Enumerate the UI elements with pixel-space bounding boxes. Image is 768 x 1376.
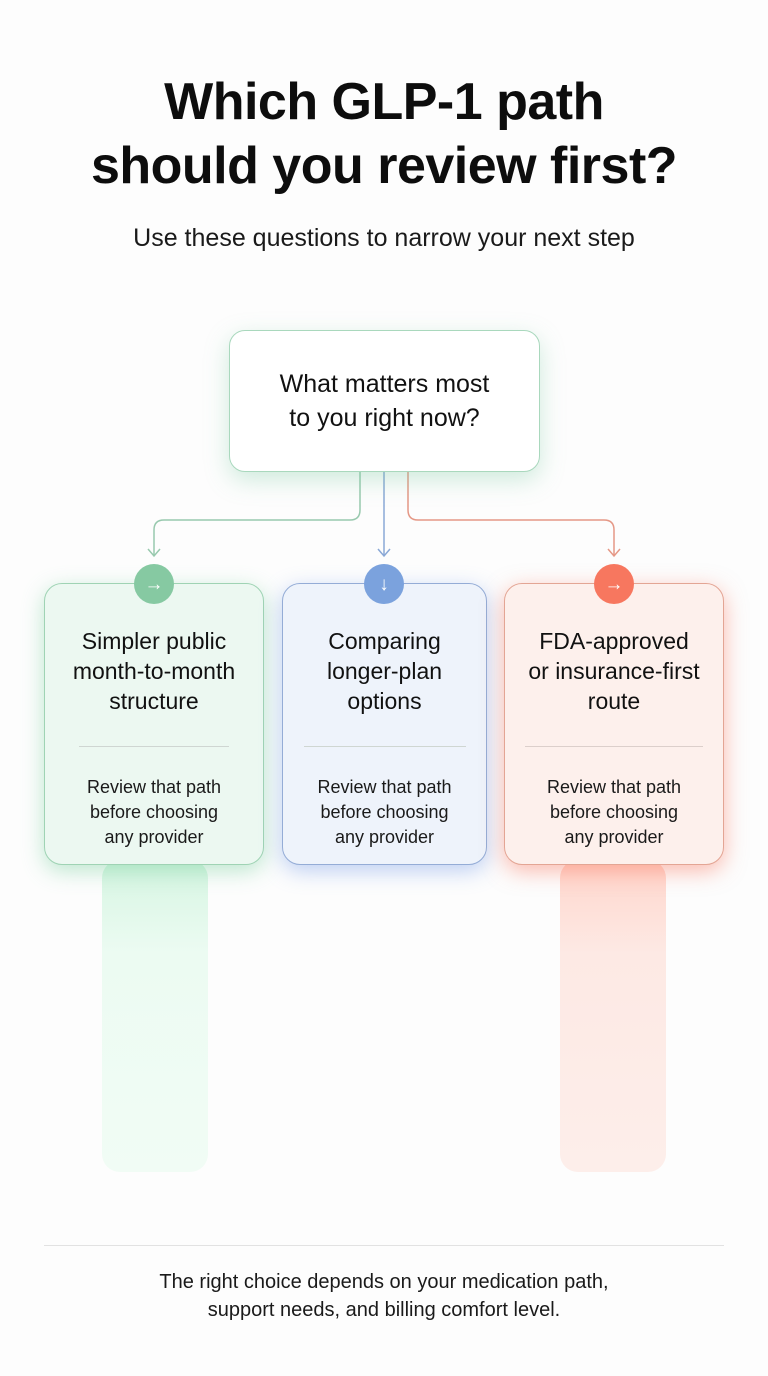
option-body-line: any provider: [564, 827, 664, 847]
arrowhead-red-icon: [607, 548, 621, 558]
connector-red: [407, 472, 615, 555]
option-card-title: Simpler public month-to-month structure: [73, 626, 235, 736]
option-card-longer-plan[interactable]: Comparing longer-plan options Review tha…: [282, 583, 487, 865]
arrowhead-blue-icon: [377, 548, 391, 558]
footer-note-line-2: support needs, and billing comfort level…: [207, 1299, 561, 1321]
arrow-down-icon: ↓: [364, 564, 404, 604]
option-title-line: structure: [109, 688, 199, 714]
arrow-right-icon: →: [134, 564, 174, 604]
option-title-line: route: [587, 688, 641, 714]
connector-green: [153, 472, 361, 555]
option-body-line: before choosing: [89, 802, 219, 822]
option-card-body: Review that path before choosing any pro…: [547, 775, 681, 850]
page-title-line-1: Which GLP-1 path: [164, 73, 604, 131]
footer-divider: [44, 1245, 724, 1246]
option-card-body: Review that path before choosing any pro…: [317, 775, 451, 850]
root-question-line-1: What matters most: [279, 370, 490, 398]
option-card-fda-insurance[interactable]: FDA-approved or insurance-first route Re…: [504, 583, 724, 865]
page-subtitle: Use these questions to narrow your next …: [133, 224, 635, 252]
footer-note-line-1: The right choice depends on your medicat…: [159, 1271, 609, 1293]
green-glow-bar: [102, 860, 208, 1172]
option-card-title: Comparing longer-plan options: [327, 626, 442, 736]
option-title-line: FDA-approved: [539, 628, 689, 654]
root-question-box: What matters most to you right now?: [229, 330, 540, 472]
option-title-line: longer-plan: [326, 658, 443, 684]
card-divider: [79, 746, 229, 747]
card-divider: [303, 746, 466, 747]
option-body-line: Review that path: [317, 777, 452, 797]
red-glow-bar: [560, 860, 666, 1172]
page-title-line-2: should you review first?: [90, 137, 678, 195]
page-title: Which GLP-1 path should you review first…: [0, 70, 768, 198]
arrowhead-green-icon: [147, 548, 161, 558]
arrow-right-icon: →: [594, 564, 634, 604]
root-question-line-2: to you right now?: [289, 404, 480, 432]
option-title-line: Simpler public: [81, 628, 227, 654]
option-body-line: Review that path: [546, 777, 682, 797]
option-title-line: options: [347, 688, 422, 714]
option-title-line: or insurance-first: [528, 658, 700, 684]
option-body-line: before choosing: [320, 802, 449, 822]
option-card-month-to-month[interactable]: Simpler public month-to-month structure …: [44, 583, 264, 865]
card-divider: [525, 746, 703, 747]
option-body-line: any provider: [104, 827, 204, 847]
option-body-line: Review that path: [86, 777, 222, 797]
option-title-line: Comparing: [328, 628, 441, 654]
option-body-line: any provider: [334, 827, 435, 847]
option-card-title: FDA-approved or insurance-first route: [528, 626, 699, 736]
option-body-line: before choosing: [549, 802, 679, 822]
option-title-line: month-to-month: [72, 658, 236, 684]
footer-note: The right choice depends on your medicat…: [0, 1268, 768, 1324]
option-card-body: Review that path before choosing any pro…: [87, 775, 221, 850]
